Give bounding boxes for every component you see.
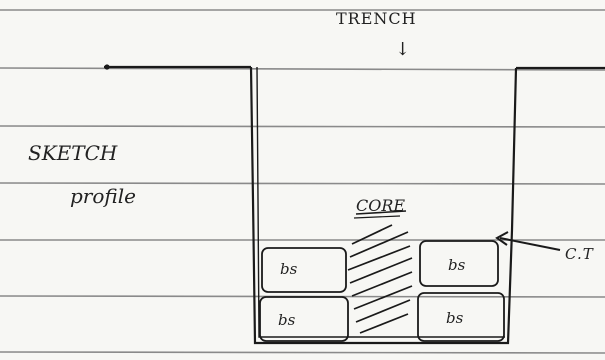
block-label: bs xyxy=(280,260,298,278)
trench-outline xyxy=(249,66,518,345)
trench-arrow-icon: ↓ xyxy=(395,39,410,60)
trench-inner-wall xyxy=(256,66,505,338)
profile-label: profile xyxy=(70,184,136,208)
ruled-line xyxy=(0,67,605,71)
ground-start-dot xyxy=(104,64,110,70)
hatch-stroke xyxy=(347,245,411,271)
hatch-stroke xyxy=(353,285,413,310)
block-label: bs xyxy=(448,256,466,274)
hatch-stroke xyxy=(359,313,409,334)
side-arrow-icon xyxy=(499,237,561,251)
side-label: C.T xyxy=(565,245,594,263)
block-lower-right xyxy=(417,292,505,342)
hatch-stroke xyxy=(355,299,411,323)
block-label: bs xyxy=(278,311,296,329)
hatch-stroke xyxy=(349,231,409,258)
core-hatching xyxy=(347,224,413,334)
block-upper-right xyxy=(419,240,499,287)
trench-label: TRENCH xyxy=(336,9,417,28)
core-underline xyxy=(355,210,407,215)
blocks xyxy=(259,240,505,342)
side-arrowhead-icon xyxy=(495,231,509,246)
core-label: CORE xyxy=(356,196,405,215)
core-underline xyxy=(353,215,401,219)
block-upper-left xyxy=(261,247,347,293)
block-label: bs xyxy=(446,309,464,327)
ruled-line xyxy=(0,182,605,185)
hatch-stroke xyxy=(351,224,393,245)
hatch-stroke xyxy=(351,271,413,297)
ruled-line xyxy=(0,125,605,128)
block-lower-left xyxy=(259,296,349,342)
hatch-stroke xyxy=(349,257,413,284)
ruled-line xyxy=(0,351,605,354)
sketch-label: SKETCH xyxy=(28,141,118,165)
